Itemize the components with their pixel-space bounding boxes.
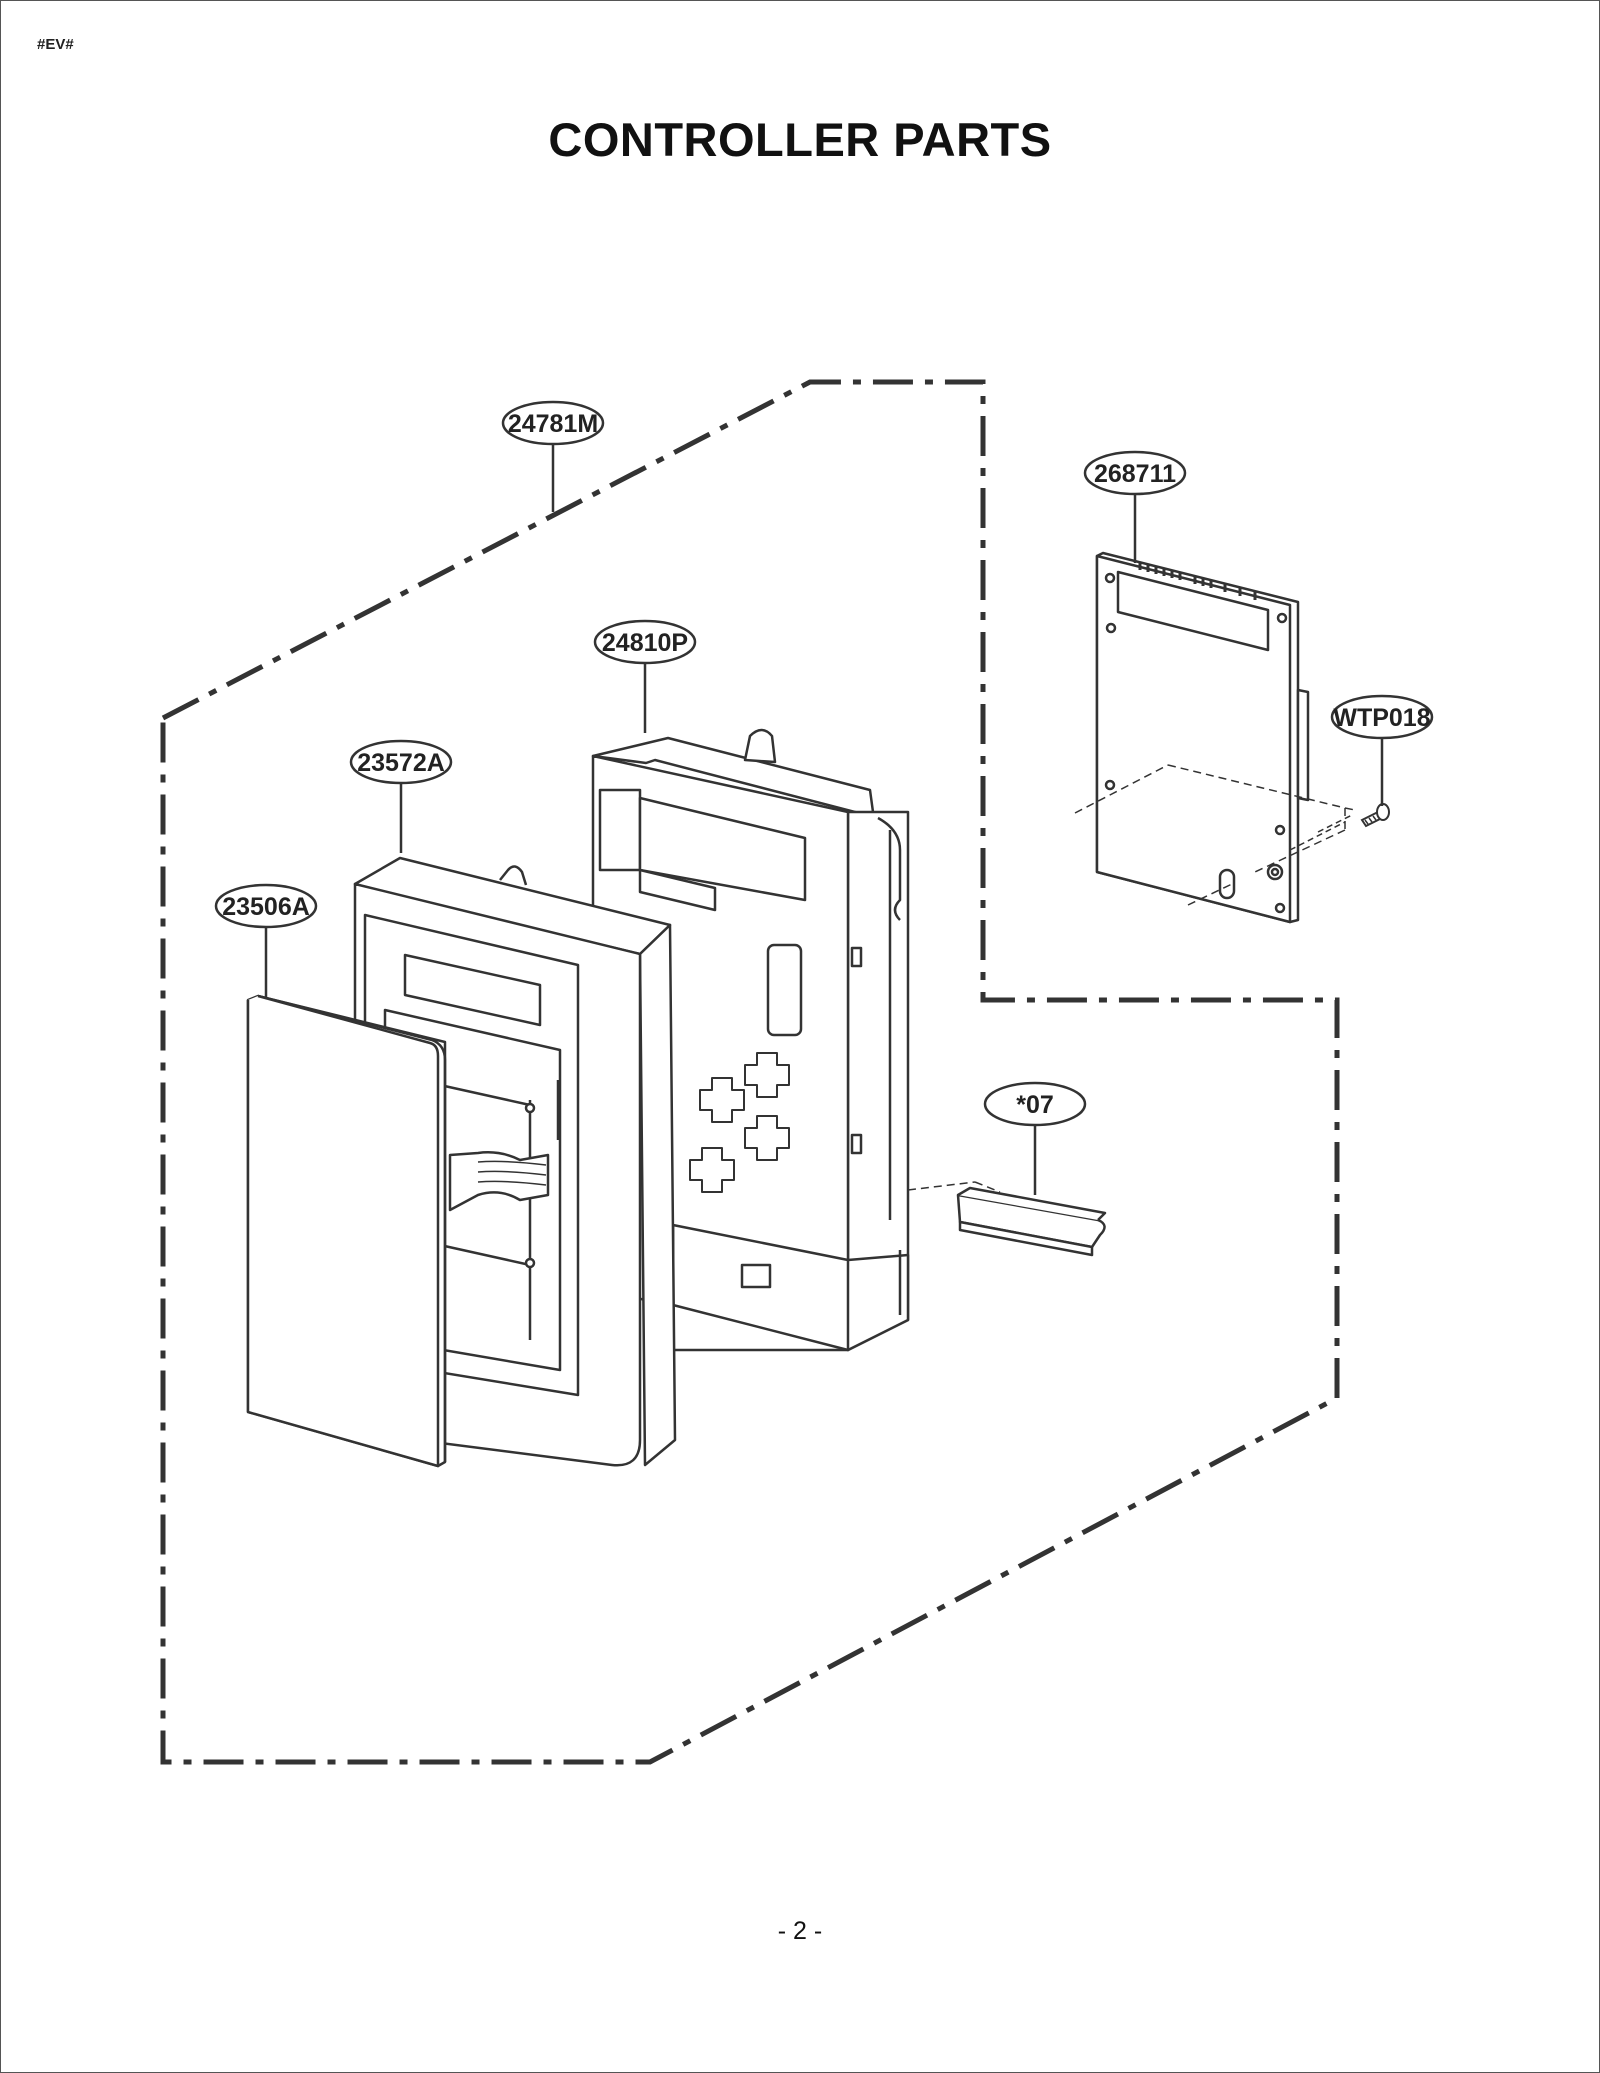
assembly-boundary <box>160 379 1340 1765</box>
document-code: #EV# <box>37 36 74 53</box>
callout-assembly-label: 24781M <box>508 410 598 438</box>
callout-screw-label: WTP018 <box>1333 704 1430 732</box>
pcb-part <box>1095 551 1310 924</box>
callout-keypad-sheet: 23506A <box>214 883 318 929</box>
button-cutouts <box>689 1052 790 1193</box>
callout-display-window-label: 23572A <box>357 749 445 777</box>
callout-connector: *07 <box>983 1081 1087 1127</box>
connector-dashed-line-2 <box>974 1181 1001 1193</box>
callout-screw: WTP018 <box>1330 694 1434 740</box>
connector-dashed-line <box>907 1181 976 1191</box>
callout-pcb-label: 268711 <box>1094 460 1176 488</box>
callout-connector-label: *07 <box>1016 1091 1054 1119</box>
keypad-sheet-part <box>246 994 447 1468</box>
screw-part <box>1360 803 1390 828</box>
pcb-alignment-lines <box>1074 764 1356 906</box>
connector-part <box>956 1186 1107 1257</box>
callout-keypad-sheet-label: 23506A <box>222 893 310 921</box>
callout-assembly: 24781M <box>501 400 605 446</box>
callout-display-window: 23572A <box>349 739 453 785</box>
page-number: - 2 - <box>777 1917 823 1945</box>
page-title: CONTROLLER PARTS <box>548 113 1052 166</box>
callout-pcb: 268711 <box>1083 450 1187 496</box>
callout-panel-frame: 24810P <box>593 619 697 665</box>
callout-panel-frame-label: 24810P <box>602 629 688 657</box>
